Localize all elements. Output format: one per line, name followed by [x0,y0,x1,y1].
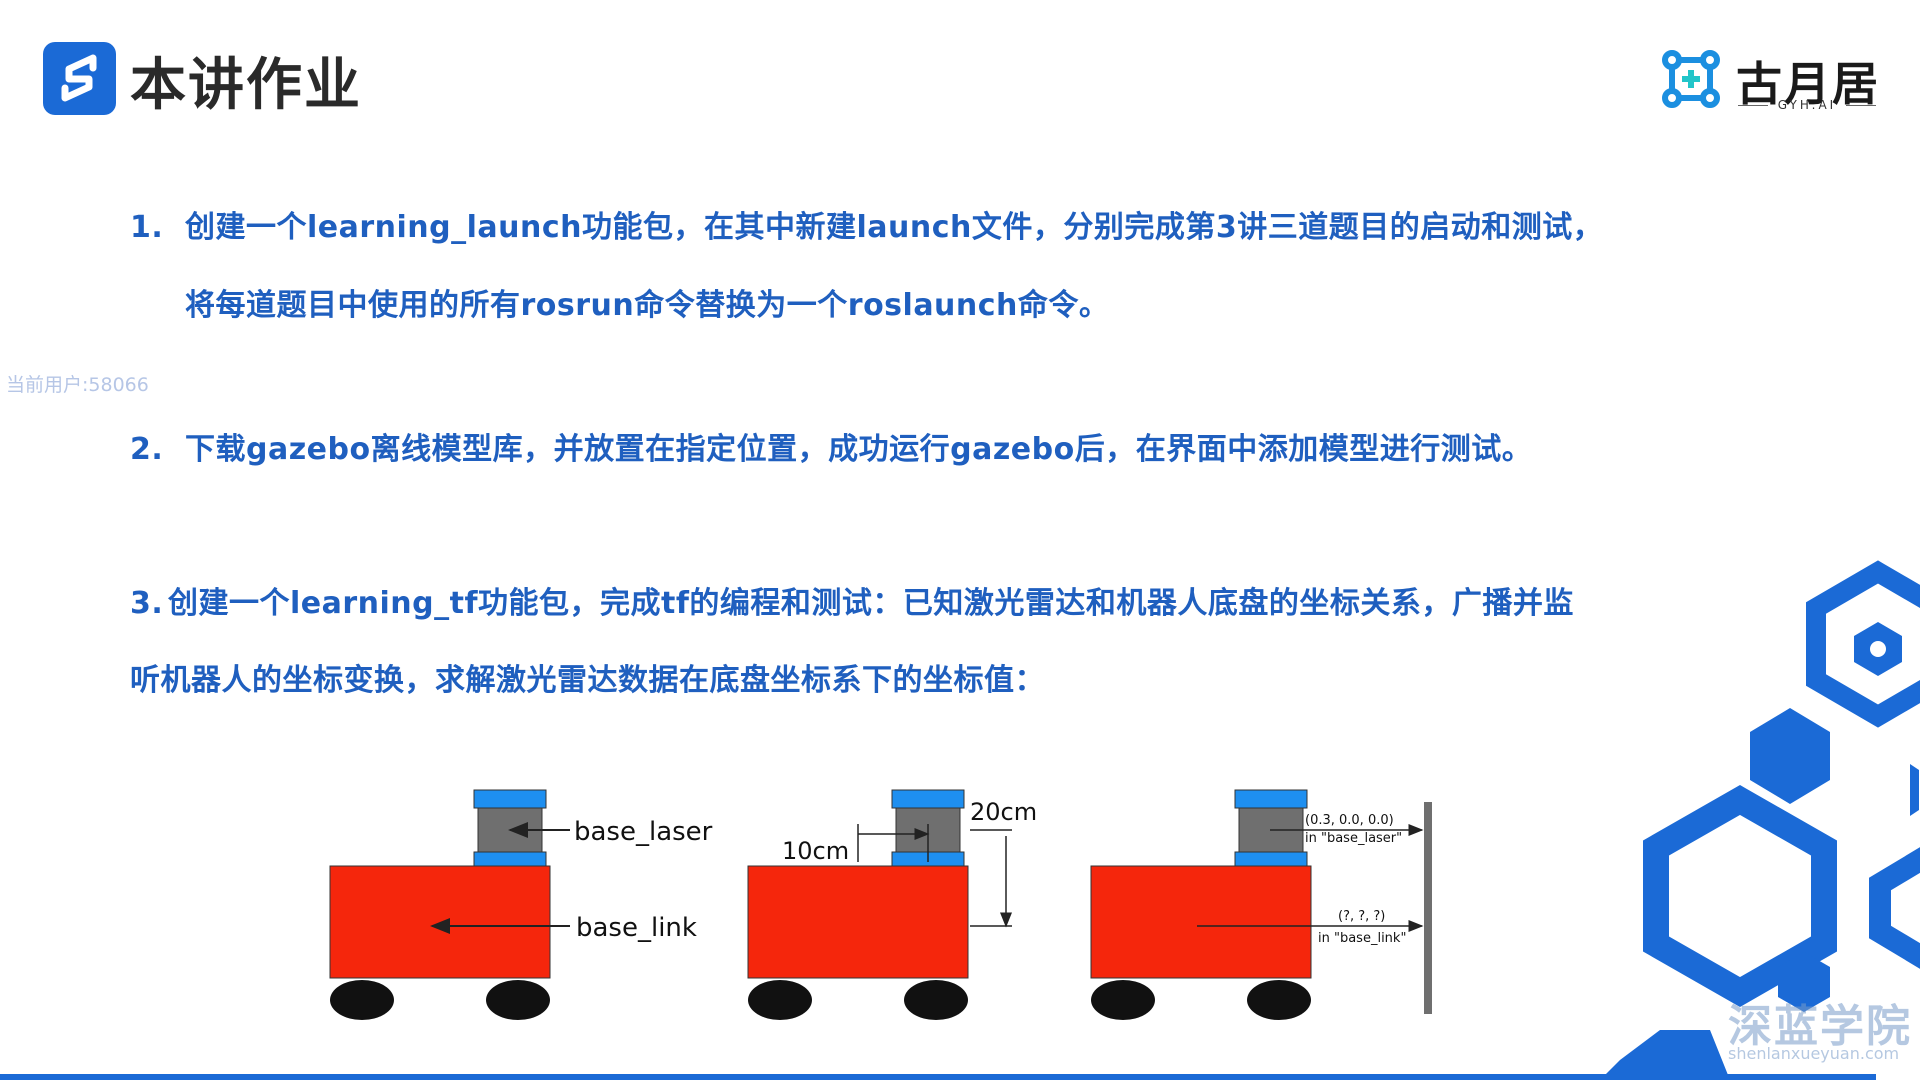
robot-2 [747,789,1012,1020]
laser-frame-label: in "base_laser" [1305,831,1402,846]
brand-rule-right [1846,105,1876,106]
task-1-line-2: 将每道题目中使用的所有rosrun命令替换为一个roslaunch命令。 [185,288,1110,323]
link-point-label: (?, ?, ?) [1338,909,1385,924]
site-watermark-url: shenlanxueyuan.com [1728,1044,1900,1063]
link-frame-label: in "base_link" [1318,931,1406,946]
brand-rule-left [1738,105,1768,106]
bottom-accent-bar [0,1074,1876,1080]
brand-name: 古月居 [1736,57,1880,111]
brand-subtitle: GYH.AI [1777,98,1837,112]
brand-mark-icon [1662,50,1720,108]
task-1-number: 1. [130,210,164,245]
offset-horizontal-label: 10cm [782,837,849,865]
base-laser-label: base_laser [574,817,713,847]
task-3-line-2: 听机器人的坐标变换，求解激光雷达数据在底盘坐标系下的坐标值： [130,663,1045,698]
task-2-line-1: 2. 下载gazebo离线模型库，并放置在指定位置，成功运行gazebo后，在界面… [130,424,1532,468]
robot-3 [1090,789,1432,1020]
task-3-line-1: 3.创建一个learning_tf功能包，完成tf的编程和测试：已知激光雷达和机… [130,578,1574,622]
task-2-number: 2. [130,432,164,467]
offset-vertical-label: 20cm [970,798,1037,826]
s-logo-icon [43,42,116,115]
tf-robot-diagram: base_laser base_link 10cm 20cm (0.3, 0.0… [329,789,1432,1020]
base-link-label: base_link [576,913,697,943]
current-user-watermark: 当前用户:58066 [6,374,149,396]
task-3-number: 3. [130,586,164,621]
hexagon-decoration-icon [1600,560,1920,1080]
task-2-text-1: 下载gazebo离线模型库，并放置在指定位置，成功运行gazebo后，在界面中添… [185,432,1533,467]
page-title: 本讲作业 [130,53,362,118]
task-1-line-1: 1. 创建一个learning_launch功能包，在其中新建launch文件，分… [130,202,1603,246]
task-1-text-1: 创建一个learning_launch功能包，在其中新建launch文件，分别完… [185,210,1604,245]
task-3-text-1: 创建一个learning_tf功能包，完成tf的编程和测试：已知激光雷达和机器人… [168,586,1574,621]
site-watermark-name: 深蓝学院 [1728,1001,1912,1052]
brand-logo: 古月居 GYH.AI [1660,48,1880,112]
laser-point-label: (0.3, 0.0, 0.0) [1305,813,1394,828]
robot-1 [329,789,570,1020]
